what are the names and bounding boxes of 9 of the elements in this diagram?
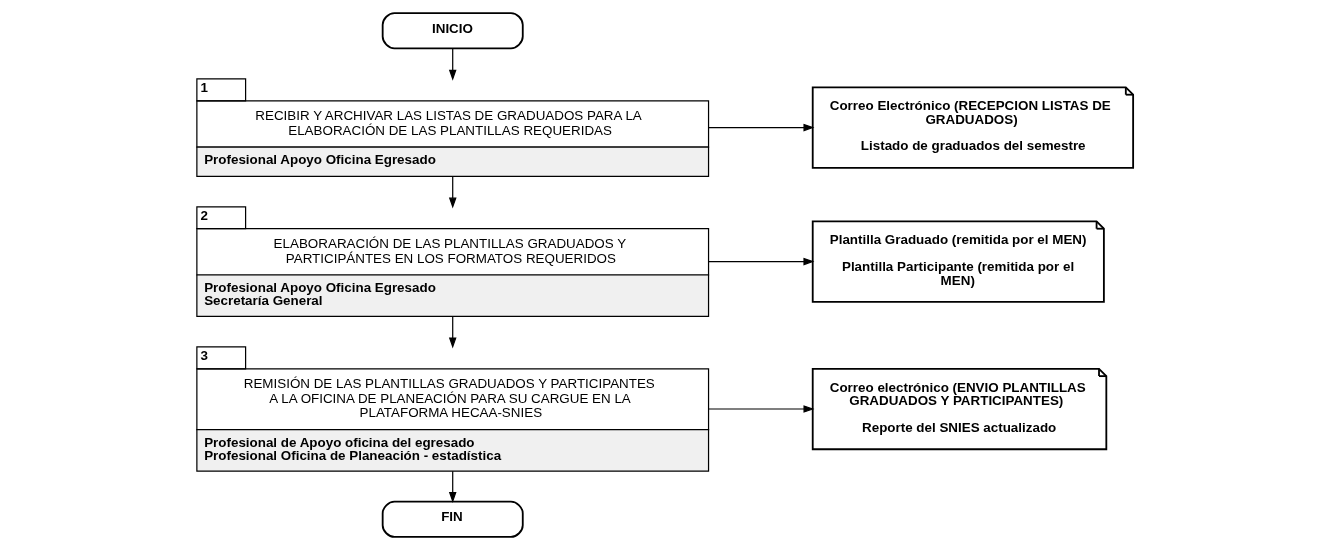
node-box: INICIO [381,12,524,50]
arrow [448,175,457,209]
arrow [708,257,815,266]
arrow [708,405,815,413]
arrow [708,123,815,132]
arrow [448,470,457,503]
arrow [448,47,457,81]
arrow [448,315,457,349]
node-box: FIN [381,500,524,538]
